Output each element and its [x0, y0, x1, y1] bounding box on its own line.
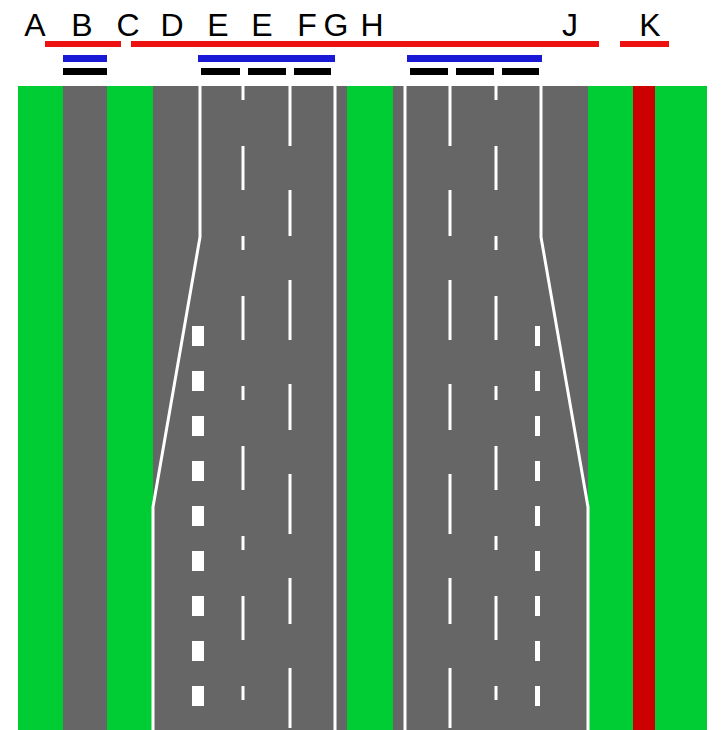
section-letter: C — [116, 9, 139, 41]
section-letter: J — [562, 9, 578, 41]
extent-bars — [45, 41, 669, 75]
section-letter: K — [639, 9, 660, 41]
section-letter: B — [71, 9, 92, 41]
section-letter: D — [160, 9, 183, 41]
section-letter: G — [324, 9, 349, 41]
section-letter: E — [207, 9, 228, 41]
section-letter: E — [251, 9, 272, 41]
section-letter: F — [297, 9, 317, 41]
section-letter: H — [360, 9, 383, 41]
section-letter: A — [24, 9, 45, 41]
